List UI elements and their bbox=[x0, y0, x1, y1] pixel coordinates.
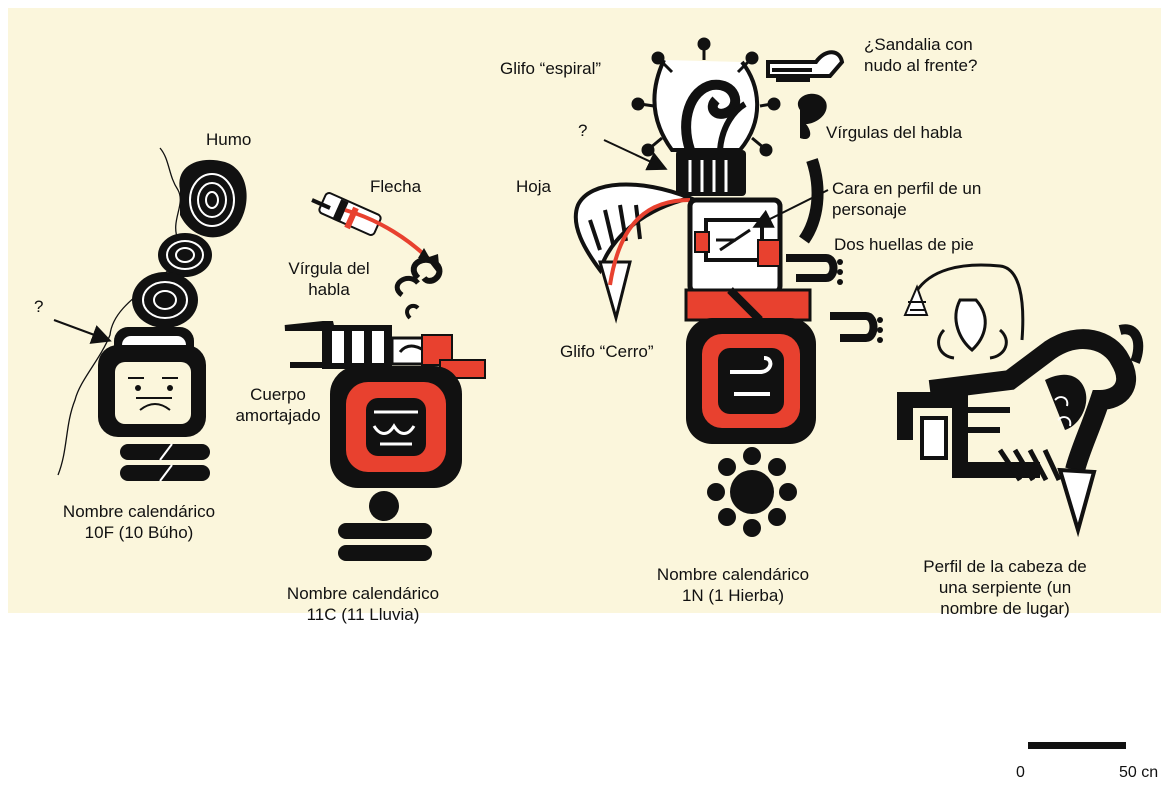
spiral-glyph-icon bbox=[631, 37, 781, 157]
shrouded-body-icon bbox=[284, 321, 486, 379]
label-humo: Humo bbox=[206, 130, 252, 149]
label-glifo-espiral: Glifo “espiral” bbox=[500, 59, 602, 78]
glyph-10-buho bbox=[57, 147, 247, 482]
label-sandalia: ¿Sandalia con nudo al frente? bbox=[864, 35, 978, 75]
caption-line: 11C (11 Lluvia) bbox=[306, 605, 420, 624]
serpent-head-glyph bbox=[897, 263, 1144, 538]
label-question-center: ? bbox=[578, 121, 588, 140]
pointer-arrows bbox=[53, 139, 829, 344]
caption-1-hierba: Nombre calendárico 1N (1 Hierba) bbox=[618, 564, 848, 606]
numeral-dot-icon bbox=[707, 447, 797, 537]
label-cara: Cara en perfil de un personaje bbox=[832, 179, 982, 219]
arrow-icon bbox=[311, 192, 440, 276]
label-huellas: Dos huellas de pie bbox=[834, 235, 974, 254]
caption-line: Nombre calendárico bbox=[656, 565, 810, 584]
footprint-icon bbox=[786, 254, 883, 343]
caption-serpiente: Perfil de la cabeza de una serpiente (un… bbox=[890, 556, 1120, 619]
label-virgulas: Vírgulas del habla bbox=[826, 123, 963, 142]
label-hoja: Hoja bbox=[516, 177, 551, 196]
sandal-icon bbox=[766, 50, 845, 82]
scale-end-label: 50 cn bbox=[1119, 764, 1159, 781]
caption-line: Nombre calendárico bbox=[62, 502, 216, 521]
leaf-icon bbox=[573, 182, 697, 324]
label-glifo-cerro: Glifo “Cerro” bbox=[560, 342, 654, 361]
caption-line: 1N (1 Hierba) bbox=[681, 586, 785, 605]
label-question-left: ? bbox=[34, 297, 44, 316]
caption-11-lluvia: Nombre calendárico 11C (11 Lluvia) bbox=[248, 583, 478, 625]
caption-line: Perfil de la cabeza de bbox=[923, 557, 1087, 576]
caption-line: nombre de lugar) bbox=[940, 599, 1070, 618]
caption-line: una serpiente (un bbox=[938, 578, 1072, 597]
label-virgula: Vírgula del habla bbox=[288, 259, 370, 299]
glyph-1-hierba bbox=[573, 37, 883, 537]
scale-start-label: 0 bbox=[1016, 764, 1025, 781]
scale-bar bbox=[1028, 742, 1126, 749]
smoke-volutes-icon bbox=[132, 159, 247, 328]
label-cuerpo: Cuerpo amortajado bbox=[235, 385, 321, 425]
profile-face-icon bbox=[687, 197, 783, 295]
caption-line: Nombre calendárico bbox=[286, 584, 440, 603]
caption-line: 10F (10 Búho) bbox=[84, 523, 194, 542]
caption-10-buho: Nombre calendárico 10F (10 Búho) bbox=[24, 501, 254, 543]
glyph-11-lluvia bbox=[284, 192, 486, 561]
label-flecha: Flecha bbox=[370, 177, 422, 196]
